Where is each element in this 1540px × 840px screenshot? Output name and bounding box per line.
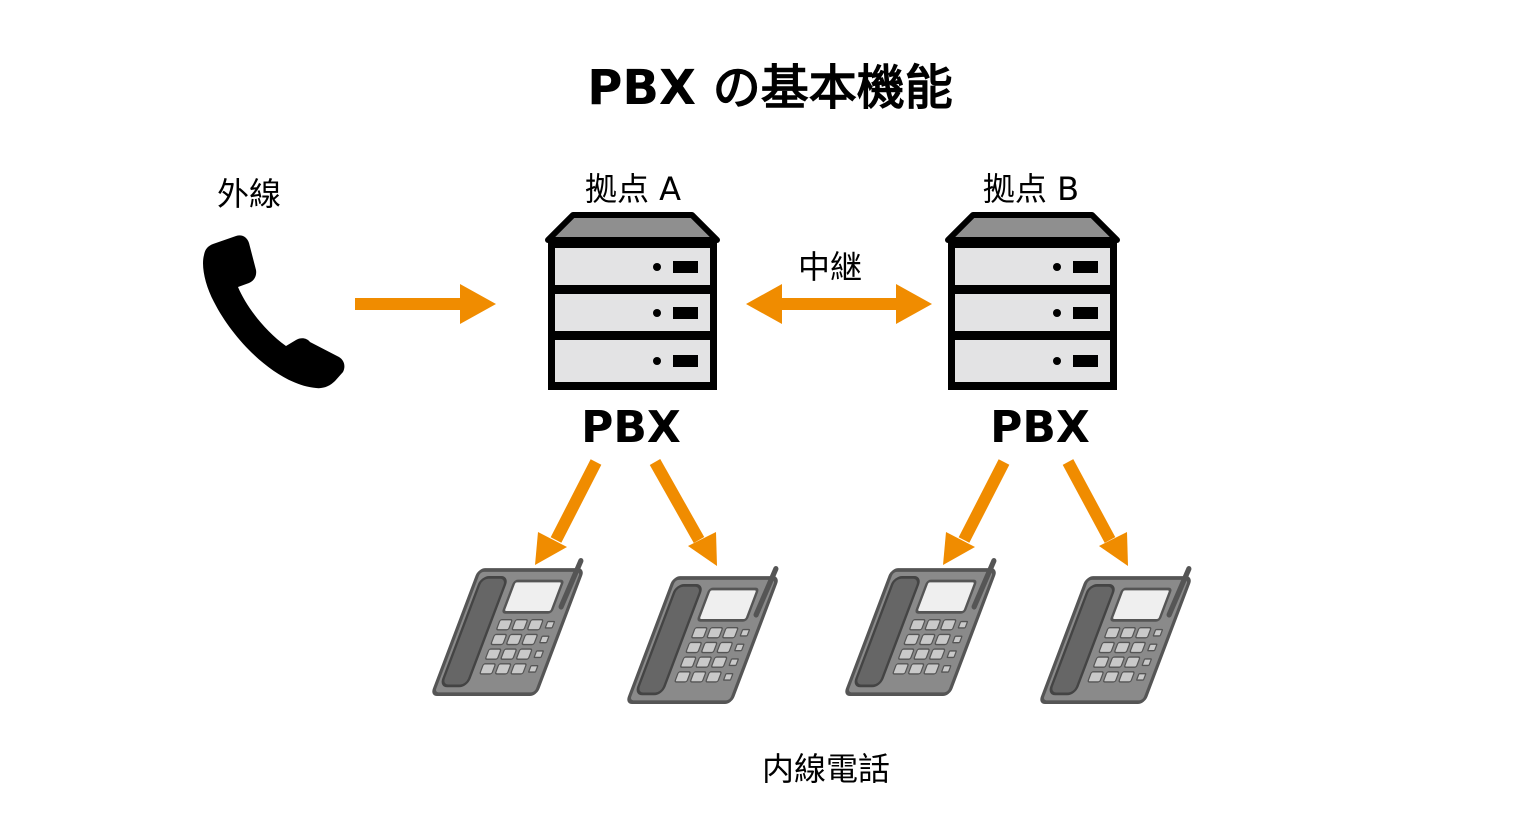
desk-phone-icon — [627, 569, 777, 702]
desk-phone-icon — [1040, 569, 1190, 702]
pbx-server-icon — [548, 215, 717, 390]
extension-phones-label: 内線電話 — [762, 750, 890, 788]
pbx-to-phone-arrows — [535, 459, 1128, 566]
trunk-arrow — [746, 284, 932, 324]
external-to-pbx-arrow — [355, 284, 496, 324]
trunk-label: 中継 — [798, 248, 862, 286]
page-title: PBX の基本機能 — [587, 60, 953, 116]
handset-icon — [203, 235, 345, 389]
site-a-label: 拠点 A — [585, 170, 681, 208]
site-b-pbx-label: PBX — [990, 402, 1090, 453]
desk-phone-icon — [845, 561, 995, 694]
external-line-label: 外線 — [217, 175, 281, 213]
site-b-label: 拠点 B — [983, 170, 1079, 208]
pbx-server-icon — [948, 215, 1117, 390]
desk-phone-icon — [432, 561, 582, 694]
site-a-pbx-label: PBX — [581, 402, 681, 453]
